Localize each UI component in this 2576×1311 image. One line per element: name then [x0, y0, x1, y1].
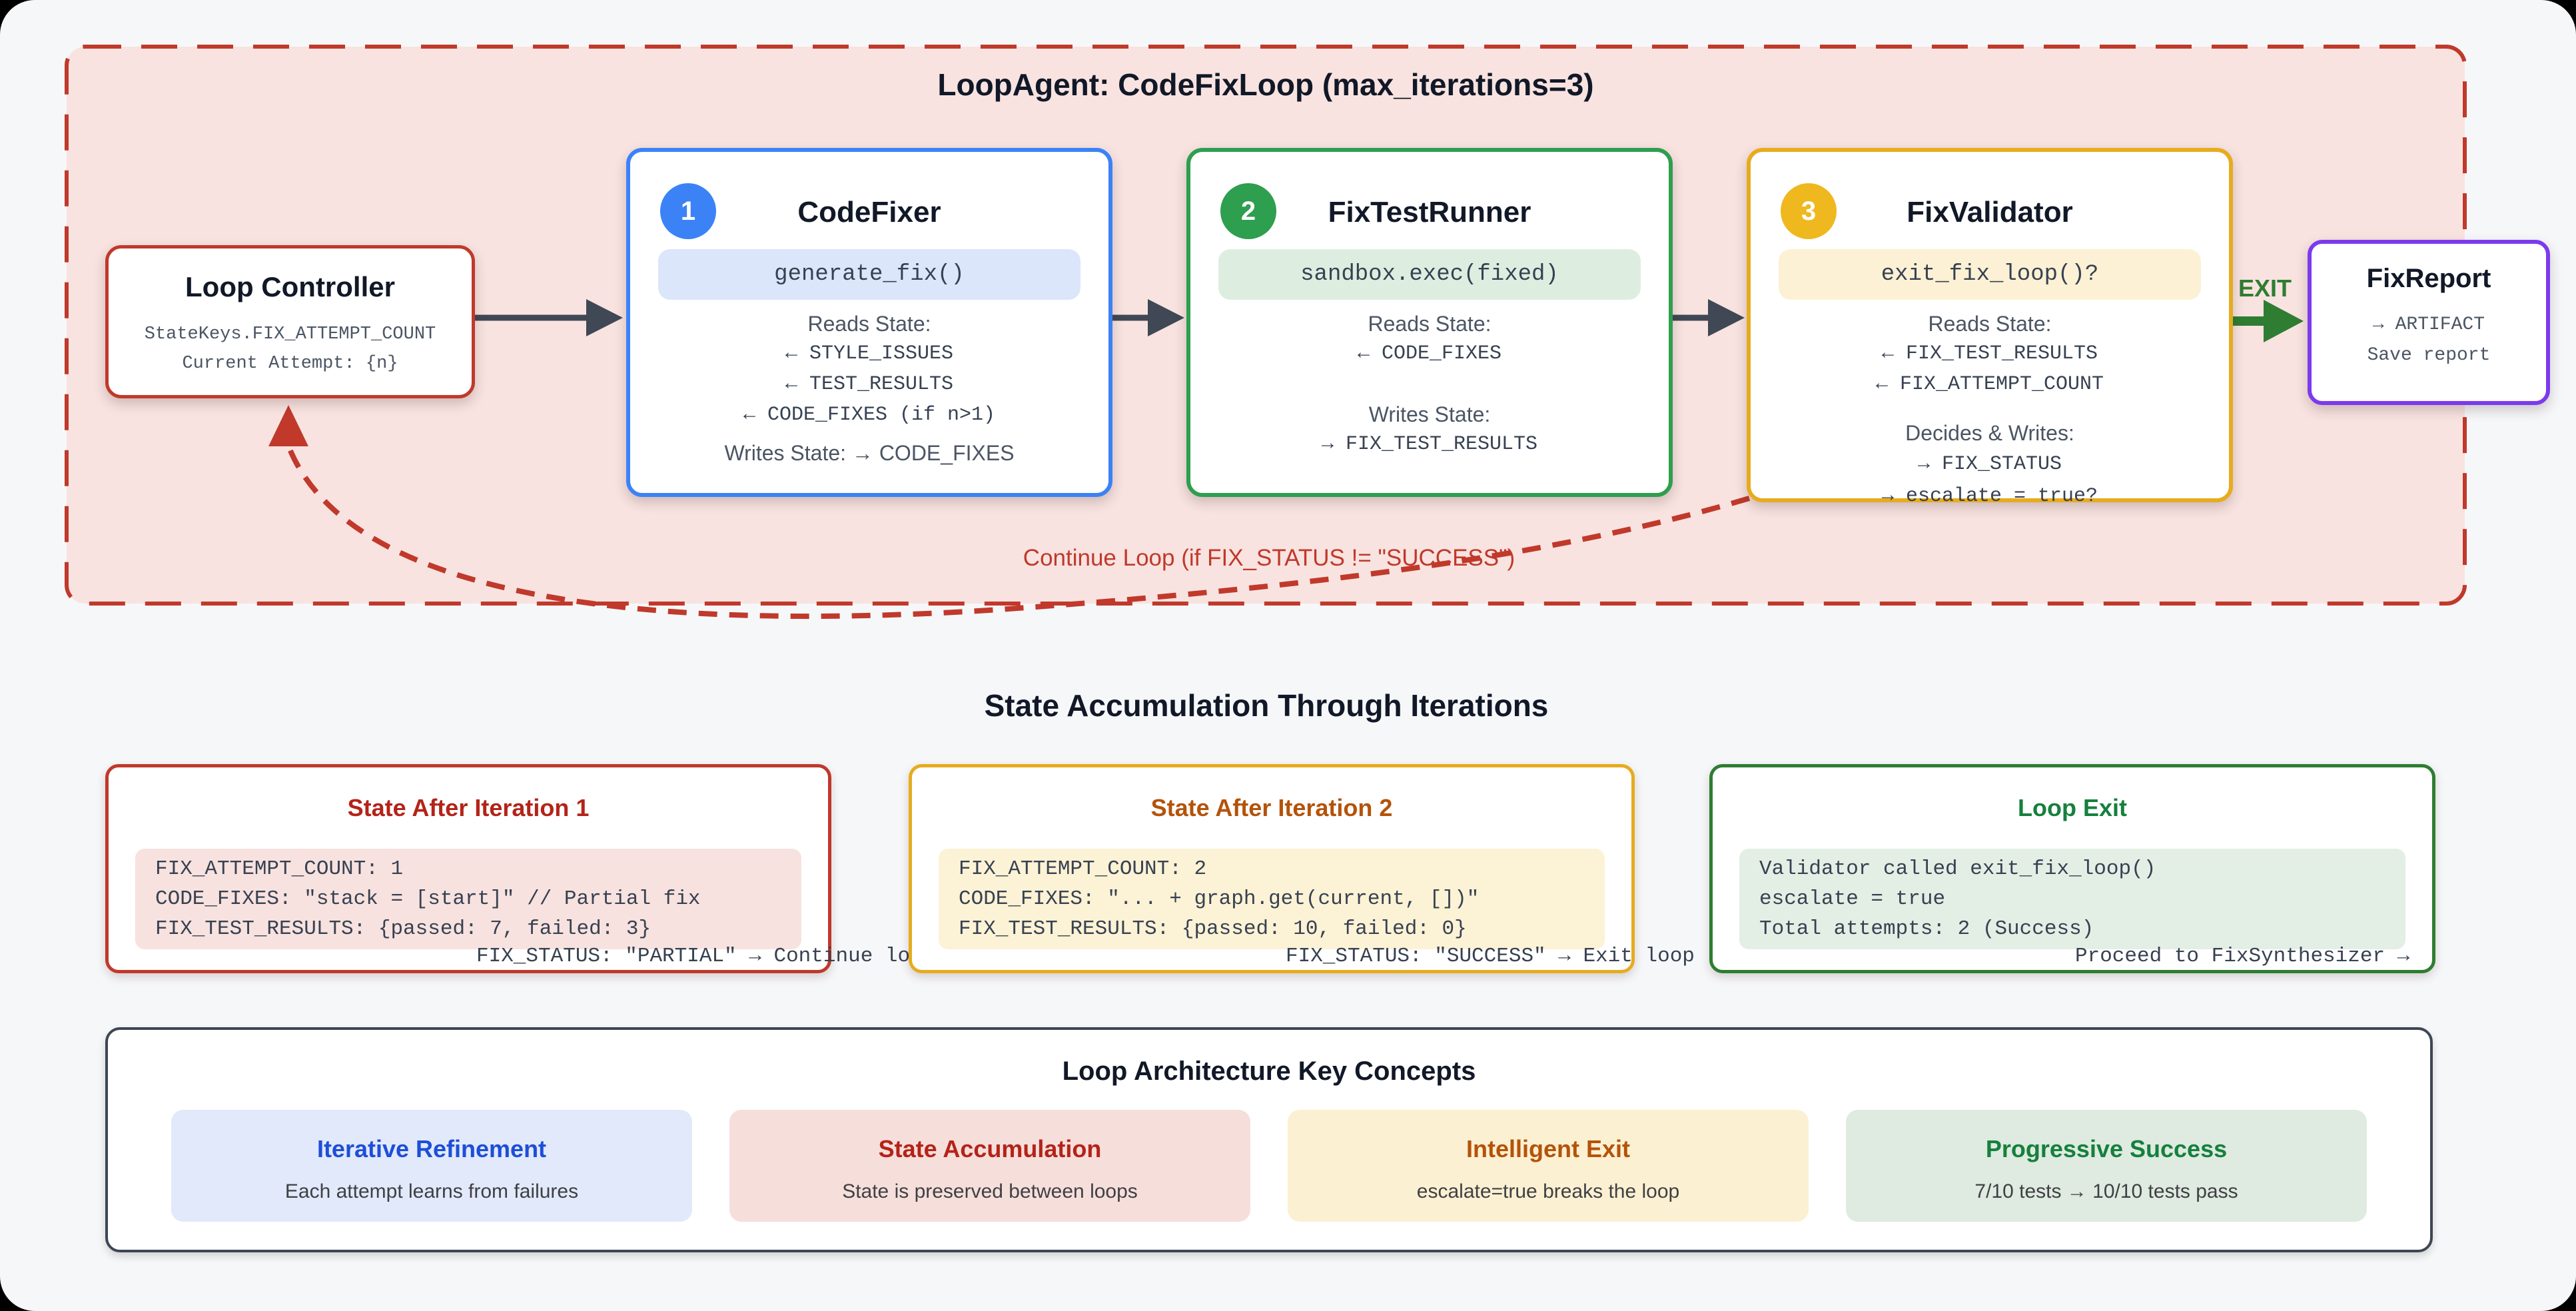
state-section-title: State Accumulation Through Iterations [984, 688, 1549, 723]
concept-title: Progressive Success [1985, 1135, 2228, 1162]
fixreport-box: FixReport → ARTIFACT Save report [2308, 240, 2550, 405]
state-code-block: FIX_ATTEMPT_COUNT: 1 CODE_FIXES: "stack … [135, 849, 801, 949]
state-code-block: FIX_ATTEMPT_COUNT: 2 CODE_FIXES: "... + … [939, 849, 1605, 949]
state-box-title: State After Iteration 1 [347, 794, 590, 821]
state-box-loop-exit: Loop Exit Validator called exit_fix_loop… [1709, 764, 2435, 973]
loop-controller-title: Loop Controller [185, 271, 395, 302]
agent-box-fixtestrunner: 2 FixTestRunner sandbox.exec(fixed) Read… [1186, 148, 1673, 497]
concept-title: Iterative Refinement [316, 1135, 547, 1162]
concept-title: Intelligent Exit [1466, 1135, 1631, 1162]
loop-controller-box: Loop Controller StateKeys.FIX_ATTEMPT_CO… [105, 245, 475, 398]
reads-state-item: ← TEST_RESULTS [785, 373, 954, 396]
fixreport-title: FixReport [2366, 264, 2491, 293]
state-box-title: State After Iteration 2 [1150, 794, 1393, 821]
state-status-line: FIX_STATUS: "SUCCESS" → Exit loop [1286, 945, 1695, 968]
arrow-testrunner-to-validator [1667, 299, 1745, 336]
writes-state-item: → FIX_TEST_RESULTS [1321, 433, 1538, 456]
concept-desc: escalate=true breaks the loop [1416, 1180, 1680, 1202]
fixreport-artifact-line: → ARTIFACT [2372, 314, 2485, 335]
agent-method-pill: generate_fix() [658, 249, 1080, 300]
reads-state-item: ← CODE_FIXES (if n>1) [743, 404, 996, 426]
state-status-line: FIX_STATUS: "PARTIAL" → Continue loop [476, 945, 935, 968]
agent-title: CodeFixer [797, 196, 941, 228]
reads-state-label: Reads State: [1368, 312, 1492, 336]
exit-arrow [2228, 300, 2304, 342]
concept-title: State Accumulation [878, 1135, 1102, 1162]
loop-title: LoopAgent: CodeFixLoop (max_iterations=3… [937, 67, 1594, 102]
concept-desc: Each attempt learns from failures [284, 1180, 579, 1202]
writes-state-line: Writes State: → CODE_FIXES [724, 441, 1015, 465]
concept-desc: State is preserved between loops [842, 1180, 1138, 1202]
agent-box-codefixer: 1 CodeFixer generate_fix() Reads State: … [626, 148, 1112, 497]
arrow-codefixer-to-testrunner [1107, 299, 1184, 336]
state-proceed-line: Proceed to FixSynthesizer → [2075, 945, 2410, 968]
decides-writes-label: Decides & Writes: [1905, 421, 2074, 445]
agent-title: FixTestRunner [1328, 196, 1531, 228]
key-concepts-panel: Loop Architecture Key Concepts Iterative… [105, 1027, 2433, 1252]
agent-title: FixValidator [1907, 196, 2073, 228]
concept-card-iterative-refinement: Iterative Refinement Each attempt learns… [171, 1110, 692, 1222]
concept-card-progressive-success: Progressive Success 7/10 tests → 10/10 t… [1846, 1110, 2367, 1222]
state-box-iteration-2: State After Iteration 2 FIX_ATTEMPT_COUN… [909, 764, 1695, 973]
reads-state-item: ← CODE_FIXES [1357, 342, 1502, 365]
writes-state-label: Writes State: [1368, 402, 1491, 426]
reads-state-label: Reads State: [807, 312, 931, 336]
fixreport-save-line: Save report [2367, 345, 2491, 366]
reads-state-label: Reads State: [1928, 312, 2052, 336]
writes-state-item: → FIX_STATUS [1917, 453, 2062, 476]
continue-loop-label: Continue Loop (if FIX_STATUS != "SUCCESS… [1023, 545, 1515, 571]
concept-desc: 7/10 tests → 10/10 tests pass [1974, 1180, 2238, 1202]
loop-controller-attempt: Current Attempt: {n} [182, 354, 398, 374]
reads-state-item: ← STYLE_ISSUES [785, 342, 954, 365]
agent-box-fixvalidator: 3 FixValidator exit_fix_loop()? Reads St… [1747, 148, 2233, 508]
arrow-controller-to-codefixer [468, 299, 623, 336]
writes-state-item-escalate: → escalate = true? [1881, 485, 2098, 508]
concept-card-state-accumulation: State Accumulation State is preserved be… [729, 1110, 1250, 1222]
concept-card-intelligent-exit: Intelligent Exit escalate=true breaks th… [1288, 1110, 1809, 1222]
loop-controller-statekey: StateKeys.FIX_ATTEMPT_COUNT [144, 324, 436, 344]
state-box-iteration-1: State After Iteration 1 FIX_ATTEMPT_COUN… [105, 764, 935, 973]
state-box-title: Loop Exit [2018, 794, 2127, 821]
key-concepts-cards: Iterative Refinement Each attempt learns… [108, 1110, 2430, 1222]
agent-method-pill: sandbox.exec(fixed) [1218, 249, 1641, 300]
agent-method-pill: exit_fix_loop()? [1779, 249, 2201, 300]
reads-state-item: ← FIX_ATTEMPT_COUNT [1875, 373, 2104, 396]
state-code-block: Validator called exit_fix_loop() escalat… [1739, 849, 2405, 949]
reads-state-item: ← FIX_TEST_RESULTS [1881, 342, 2098, 365]
exit-label: EXIT [2238, 274, 2292, 302]
key-concepts-title: Loop Architecture Key Concepts [1062, 1057, 1476, 1086]
